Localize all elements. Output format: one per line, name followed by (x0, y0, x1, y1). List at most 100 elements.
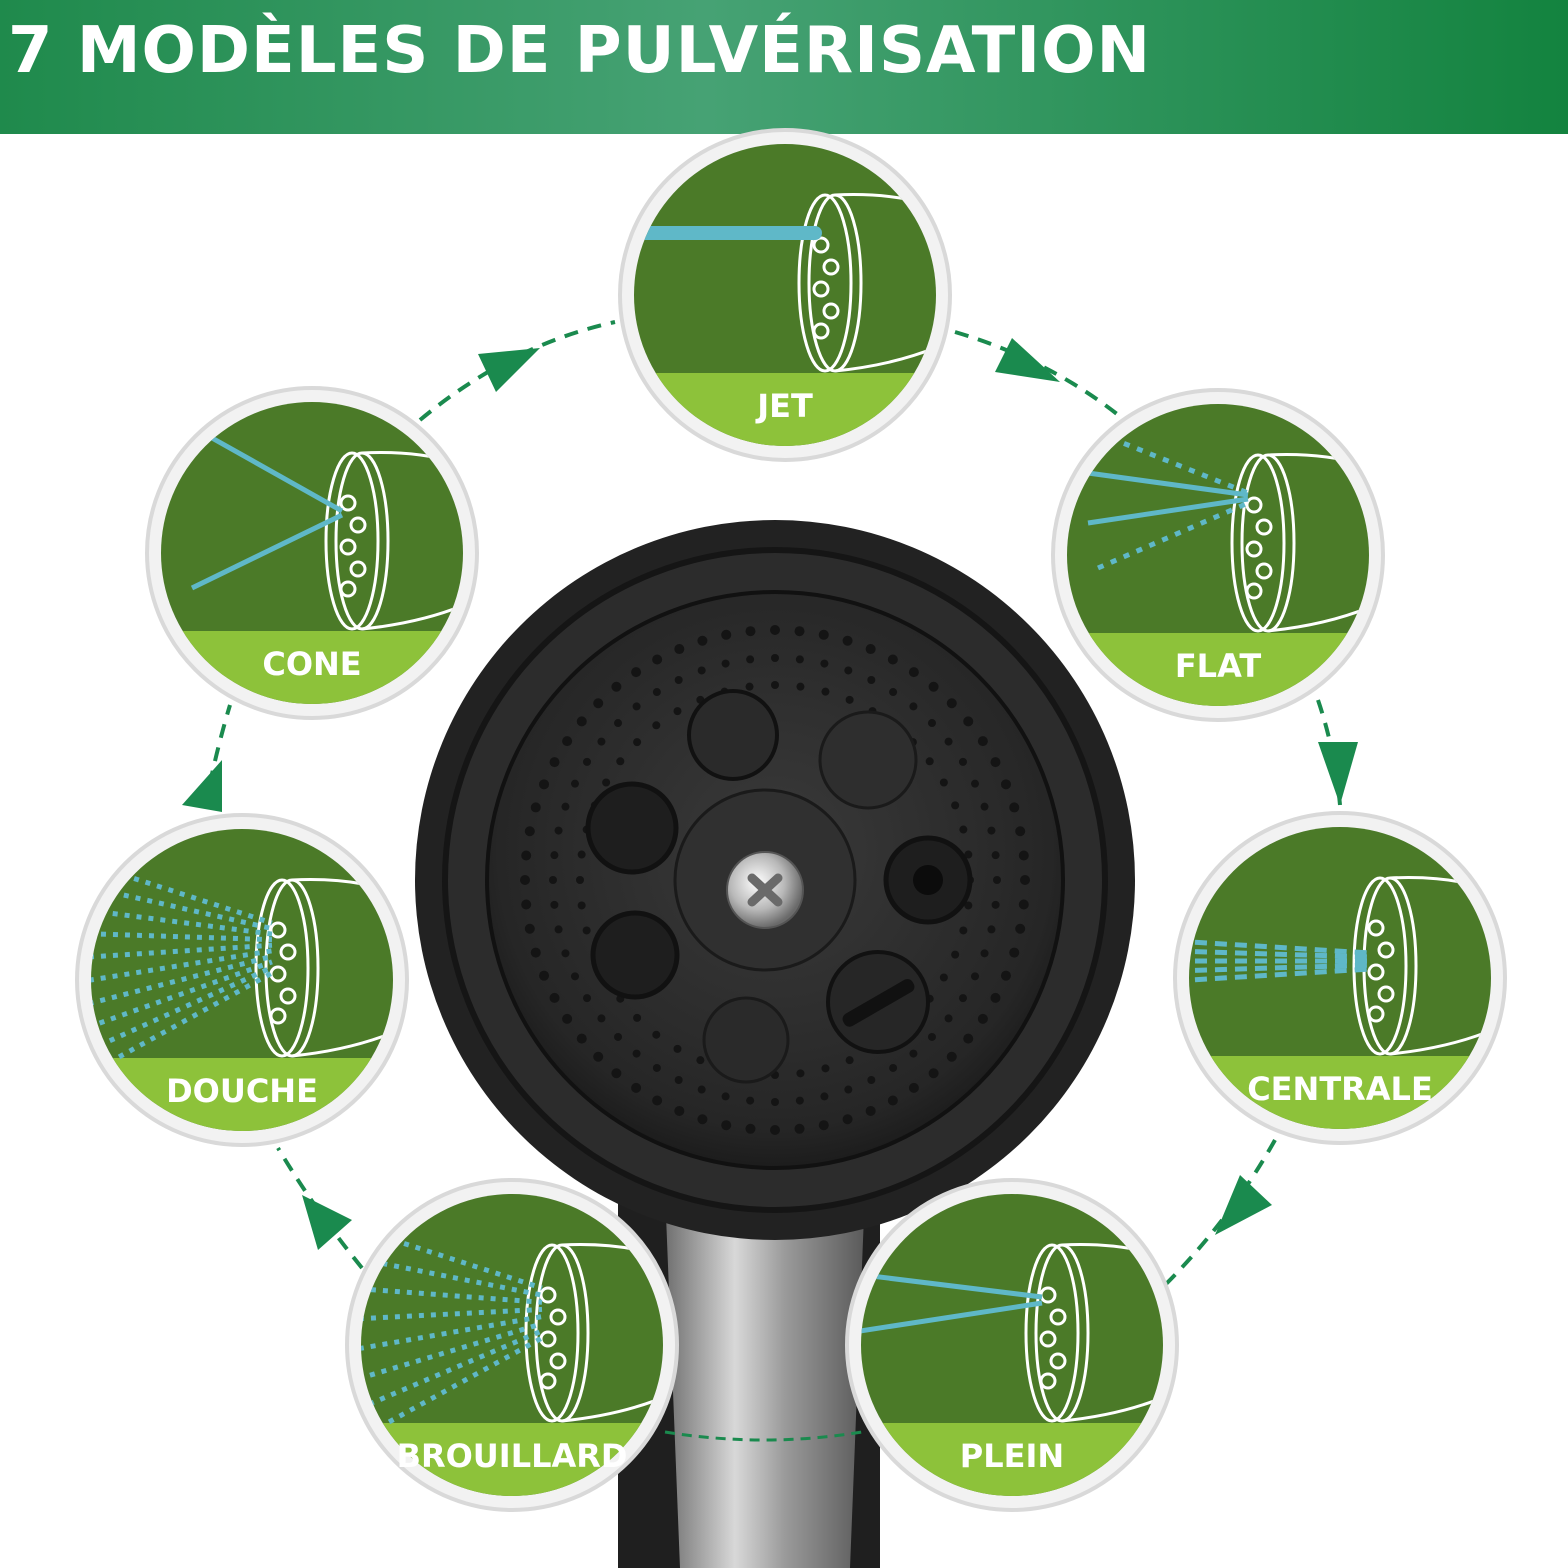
nozzle-hole (697, 666, 706, 675)
nozzle-hole (771, 1098, 779, 1106)
arrowhead-5 (302, 1195, 352, 1250)
nozzle-hole (631, 1082, 642, 1093)
nozzle-hole (582, 926, 591, 935)
nozzle-hole (614, 1032, 623, 1041)
nozzle-hole (865, 1105, 876, 1116)
nozzle-hole (524, 826, 535, 837)
handle-dashed-seam (664, 1430, 863, 1442)
screw-cross (747, 873, 783, 907)
nozzle-hole (795, 1096, 804, 1105)
nozzle-hole (939, 778, 948, 787)
spray-pattern-cone (190, 435, 344, 591)
nozzle-outline-icon (1230, 453, 1369, 633)
nozzle-hole (845, 1056, 854, 1065)
nozzle-hole (521, 850, 532, 861)
nozzle-hole (530, 802, 541, 813)
nozzle-hole (652, 654, 663, 665)
nozzle-hole (771, 654, 779, 662)
mode-label-cone: CONE (262, 645, 361, 683)
nozzle-hole (696, 1056, 705, 1065)
nozzle-hole (530, 947, 541, 958)
nozzle-hole (611, 1068, 622, 1079)
nozzle-port-top-right (818, 710, 918, 810)
nozzle-hole (959, 926, 968, 935)
page-title: 7 MODÈLES DE PULVÉRISATION (8, 14, 1152, 88)
handle-metal (665, 1190, 865, 1568)
nozzle-hole (633, 1013, 642, 1022)
nozzle-hole (614, 719, 623, 728)
nozzle-hole (865, 644, 876, 655)
nozzle-hole (746, 1096, 755, 1105)
nozzle-hole (951, 950, 960, 959)
nozzle-hole (964, 901, 973, 910)
nozzle-hole (796, 682, 805, 691)
nozzle-hole (770, 625, 780, 635)
nozzle-hole (963, 716, 974, 727)
nozzle-hole (549, 876, 557, 884)
nozzle-hole (577, 901, 586, 910)
nozzle-hole (652, 1030, 661, 1039)
nozzle-hole (844, 1085, 853, 1094)
nozzle-hole (1018, 899, 1029, 910)
nozzle-hole (958, 994, 967, 1003)
arrowhead-2 (995, 338, 1060, 382)
nozzle-hole (549, 992, 560, 1003)
nozzle-hole (593, 1051, 604, 1062)
nozzle-hole (1000, 970, 1011, 981)
mode-label-douche: DOUCHE (166, 1072, 318, 1110)
nozzle-hole (867, 675, 876, 684)
nozzle-hole (697, 1085, 706, 1094)
nozzle-hole (944, 1014, 953, 1023)
nozzle-hole (576, 876, 584, 884)
nozzle-hole (959, 825, 968, 834)
nozzle-hole (964, 850, 973, 859)
nozzle-hole (745, 682, 754, 691)
nozzle-hole (550, 900, 559, 909)
nozzle-hole (990, 757, 1001, 768)
mode-label-brouillard: BROUILLARD (397, 1437, 628, 1475)
nozzle-hole (820, 1092, 829, 1101)
nozzle-hole (745, 626, 756, 637)
nozzle-hole (1015, 826, 1026, 837)
spray-pattern-flat (1087, 430, 1249, 571)
mode-circle-cone: CONE (145, 386, 479, 720)
mode-circle-jet: JET (618, 128, 952, 462)
nozzle-hole (889, 688, 898, 697)
nozzle-hole (602, 778, 611, 787)
nozzle-hole (577, 850, 586, 859)
mode-circle-centrale: CENTRALE (1173, 811, 1507, 1145)
nozzle-hole (652, 1095, 663, 1106)
nozzle-hole (977, 736, 988, 747)
nozzle-hole (554, 925, 563, 934)
mode-label-flat: FLAT (1175, 647, 1262, 685)
nozzle-hole (1000, 779, 1011, 790)
arrowhead-6 (182, 760, 222, 812)
nozzle-hole (844, 666, 853, 675)
nozzle-hole (1015, 923, 1026, 934)
nozzle-hole (576, 1033, 587, 1044)
nozzle-hole (928, 1068, 939, 1079)
cycle-arrows (182, 320, 1358, 1287)
nozzle-slot (842, 978, 915, 1027)
nozzle-hole (987, 925, 996, 934)
nozzle-hole (796, 1069, 805, 1078)
nozzle-hole (524, 923, 535, 934)
nozzle-hole (795, 655, 804, 664)
nozzle-hole (867, 1076, 876, 1085)
nozzle-hole (521, 899, 532, 910)
spray-nozzle-product (415, 520, 1135, 1568)
nozzle-hole (570, 972, 579, 981)
nozzle-hole (721, 629, 732, 640)
nozzle-hole (925, 757, 934, 766)
nozzle-hole (951, 801, 960, 810)
nozzle-port-top (687, 689, 779, 781)
nozzle-port-left (585, 781, 679, 875)
nozzle-hole (944, 737, 953, 746)
nozzle-hole (946, 698, 957, 709)
nozzle-hole (1020, 875, 1030, 885)
nozzle-hole (673, 1044, 682, 1053)
nozzle-port-bottom (702, 996, 790, 1084)
nozzle-hole (980, 802, 989, 811)
nozzle-hole (631, 667, 642, 678)
